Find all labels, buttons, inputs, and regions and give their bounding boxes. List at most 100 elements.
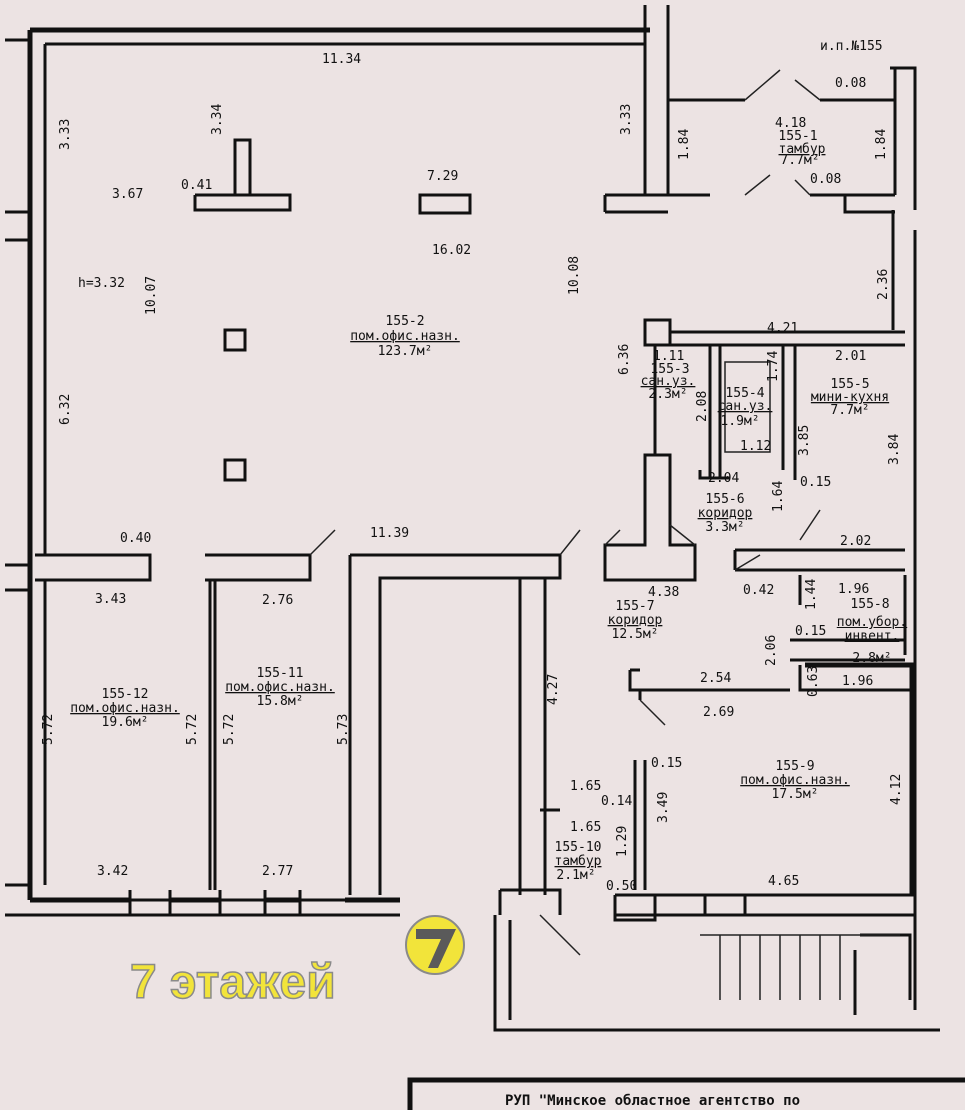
- plan-label: 5.73: [336, 714, 351, 745]
- plan-label: 2.02: [840, 534, 871, 549]
- plan-label: 3.33: [619, 104, 634, 135]
- plan-label: 155-4: [725, 386, 764, 401]
- plan-label: сан.уз.: [641, 374, 696, 389]
- plan-label: 2.01: [835, 349, 866, 364]
- plan-label: 1.64: [771, 481, 786, 512]
- plan-label: 155-8: [850, 597, 889, 612]
- plan-label: 3.33: [58, 119, 73, 150]
- room-155-11: 155-11 пом.офис.назн. 15.8м²: [225, 666, 335, 709]
- plan-label: пом.офис.назн.: [225, 680, 335, 695]
- plan-label: 3.3м²: [705, 520, 744, 535]
- plan-label: 10.07: [144, 276, 159, 315]
- plan-label: 3.42: [97, 864, 128, 879]
- room-155-12: 155-12 пом.офис.назн. 19.6м²: [70, 687, 180, 730]
- plan-label: 2.08: [695, 391, 710, 422]
- plan-label: 3.85: [797, 425, 812, 456]
- room-155-8: 155-8 2.8м²: [850, 597, 891, 666]
- plan-label: 2.06: [764, 635, 779, 666]
- plan-label: 155-6: [705, 492, 744, 507]
- plan-label: 0.50: [606, 879, 637, 894]
- room-155-3: 155-3 сан.уз. 2.3м²: [641, 362, 696, 402]
- room-155-4: 155-4 сан.уз. 1.9м²: [718, 386, 773, 429]
- plan-label: 4.18: [775, 116, 806, 131]
- plan-label: 1.65: [570, 820, 601, 835]
- plan-label: 155-5: [830, 377, 869, 392]
- plan-label: 1.44: [804, 579, 819, 610]
- room-155-5: 155-5 мини-кухня 7.7м²: [811, 377, 889, 418]
- plan-label: 17.5м²: [772, 787, 819, 802]
- plan-label: 7 этажей: [130, 956, 336, 1009]
- plan-label: 155-11: [257, 666, 304, 681]
- plan-label: 2.04: [708, 471, 739, 486]
- plan-label: 155-10: [555, 840, 602, 855]
- plan-label: 19.6м²: [102, 715, 149, 730]
- plan-label: 1.29: [615, 826, 630, 857]
- plan-label: 123.7м²: [378, 344, 433, 359]
- plan-label: 3.49: [656, 792, 671, 823]
- plan-number: и.п.№155: [820, 39, 883, 54]
- room-155-6: 155-6 коридор 3.3м²: [698, 492, 753, 535]
- footer-agency-text: РУП "Минское областное агентство по: [505, 1093, 800, 1109]
- plan-label: 0.14: [601, 794, 632, 809]
- plan-label: 5.72: [185, 714, 200, 745]
- plan-label: 2.36: [876, 269, 891, 300]
- plan-label: 2.3м²: [648, 387, 687, 402]
- plan-label: 7.7м²: [780, 153, 819, 168]
- plan-label: коридор: [608, 613, 663, 628]
- room-155-7: 155-7 коридор 12.5м²: [608, 599, 663, 642]
- plan-label: пом.офис.назн.: [70, 701, 180, 716]
- plan-label: 155-3: [650, 362, 689, 377]
- plan-label: 1.9м²: [720, 414, 759, 429]
- dimension-labels: 11.34 3.34 3.33 3.33 3.67 0.41 7.29 16.0…: [41, 52, 904, 894]
- plan-label: 12.5м²: [612, 627, 659, 642]
- plan-label: 2.8м²: [852, 651, 891, 666]
- plan-label: 6.36: [617, 344, 632, 375]
- plan-label: 155-7: [615, 599, 654, 614]
- plan-label: 2.76: [262, 593, 293, 608]
- plan-label: 2.54: [700, 671, 731, 686]
- plan-label: 155-1: [778, 129, 817, 144]
- plan-label: 0.08: [810, 172, 841, 187]
- plan-label: 4.12: [889, 774, 904, 805]
- plan-label: 3.43: [95, 592, 126, 607]
- plan-label: 1.12: [740, 439, 771, 454]
- room-155-1: 155-1 тамбур 7.7м²: [778, 129, 825, 168]
- room-155-2: 155-2 пом.офис.назн. 123.7м²: [350, 314, 460, 359]
- plan-label: 0.15: [795, 624, 826, 639]
- plan-label: 2.69: [703, 705, 734, 720]
- plan-label: 155-12: [102, 687, 149, 702]
- plan-label: 16.02: [432, 243, 471, 258]
- walls: [5, 5, 965, 1110]
- plan-label: 5.72: [222, 714, 237, 745]
- plan-label: 0.15: [651, 756, 682, 771]
- floors-banner: 7 этажей: [129, 915, 465, 1010]
- plan-label: 1.96: [838, 582, 869, 597]
- logo-seven-icon: [405, 915, 465, 975]
- plan-label: 3.84: [887, 434, 902, 465]
- plan-label: 5.72: [41, 714, 56, 745]
- plan-label: 4.27: [546, 674, 561, 705]
- plan-label: 0.63: [806, 666, 821, 697]
- plan-label: 1.74: [766, 351, 781, 382]
- plan-label: 15.8м²: [257, 694, 304, 709]
- plan-label: 0.42: [743, 583, 774, 598]
- plan-label: 0.40: [120, 531, 151, 546]
- plan-label: 155-2: [385, 314, 424, 329]
- plan-label: 1.11: [653, 349, 684, 364]
- room-155-10: 155-10 тамбур 2.1м²: [555, 840, 602, 883]
- plan-label: тамбур: [555, 854, 602, 869]
- plan-label: сан.уз.: [718, 399, 773, 414]
- plan-label: 1.96: [842, 674, 873, 689]
- plan-label: 6.32: [58, 394, 73, 425]
- plan-label: 7.29: [427, 169, 458, 184]
- plan-label: 0.15: [800, 475, 831, 490]
- plan-label: 2.1м²: [556, 868, 595, 883]
- plan-label: тамбур: [779, 142, 826, 157]
- plan-label: 11.39: [370, 526, 409, 541]
- plan-label: мини-кухня: [811, 390, 889, 405]
- plan-label: пом.офис.назн.: [740, 773, 850, 788]
- plan-label: 0.08: [835, 76, 866, 91]
- plan-label: 4.38: [648, 585, 679, 600]
- plan-label: 1.84: [874, 129, 889, 160]
